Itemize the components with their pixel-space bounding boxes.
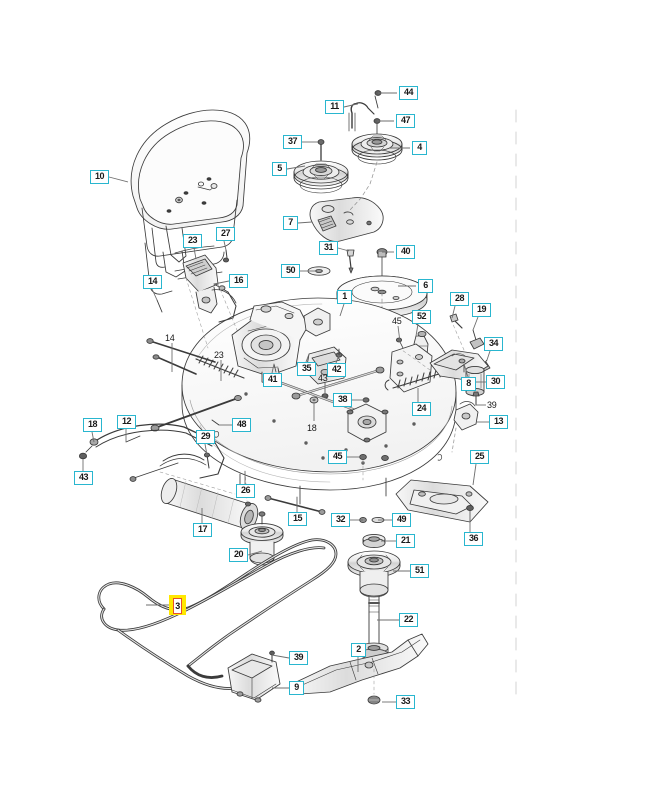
callout-8[interactable]: 8	[461, 377, 476, 391]
callout-28[interactable]: 28	[450, 292, 469, 306]
leader-line	[271, 363, 275, 374]
callout-7[interactable]: 7	[283, 216, 298, 230]
leader-line	[397, 325, 401, 343]
callout-11[interactable]: 11	[325, 100, 344, 114]
part-linkage-cluster	[146, 249, 247, 379]
leader-line	[337, 247, 350, 252]
callout-50[interactable]: 50	[281, 264, 300, 278]
plain-label-18: 18	[307, 423, 317, 433]
callout-34[interactable]: 34	[484, 337, 503, 351]
callout-14[interactable]: 14	[143, 275, 162, 289]
callout-18[interactable]: 18	[83, 418, 102, 432]
part-bolt-31	[346, 249, 355, 274]
callout-26[interactable]: 26	[236, 484, 255, 498]
plain-label-45: 45	[392, 316, 402, 326]
callout-43[interactable]: 43	[74, 471, 93, 485]
part-chute-25	[395, 479, 489, 523]
leader-line	[286, 165, 306, 170]
leader-line	[472, 316, 479, 331]
callout-29[interactable]: 29	[196, 430, 215, 444]
part-idler-pulley-4	[348, 90, 403, 165]
leader-line	[108, 176, 129, 183]
callout-51[interactable]: 51	[410, 564, 429, 578]
callout-15[interactable]: 15	[288, 512, 307, 526]
part-spindle-mount-center	[346, 403, 389, 443]
callout-52[interactable]: 52	[412, 310, 431, 324]
part-spindle-column-right	[264, 495, 429, 705]
callout-5[interactable]: 5	[272, 162, 287, 176]
plain-label-14: 14	[165, 333, 175, 343]
callout-12[interactable]: 12	[117, 415, 136, 429]
leader-line	[339, 303, 345, 317]
callout-27[interactable]: 27	[216, 227, 235, 241]
callout-41[interactable]: 41	[263, 373, 282, 387]
leader-line	[343, 103, 358, 108]
callout-25[interactable]: 25	[470, 450, 489, 464]
callout-13[interactable]: 13	[489, 415, 508, 429]
leader-line	[305, 353, 310, 363]
leader-line	[271, 654, 290, 659]
callout-22[interactable]: 22	[399, 613, 418, 627]
leader-line	[297, 221, 313, 224]
part-deck-gearbox	[231, 301, 331, 387]
callout-16[interactable]: 16	[229, 274, 248, 288]
callout-19[interactable]: 19	[472, 303, 491, 317]
leader-line	[472, 463, 477, 486]
leader-line	[335, 354, 340, 364]
callout-37[interactable]: 37	[283, 135, 302, 149]
callout-1[interactable]: 1	[337, 290, 352, 304]
part-drive-belt-3	[97, 538, 338, 690]
part-spring-24	[384, 330, 459, 393]
leader-line	[213, 280, 230, 285]
callout-10[interactable]: 10	[90, 170, 109, 184]
part-idler-arm-7	[309, 197, 384, 242]
callout-9[interactable]: 9	[289, 681, 304, 695]
leader-line	[247, 550, 263, 556]
part-idler-pulley-5	[293, 139, 349, 194]
callout-39[interactable]: 39	[289, 651, 308, 665]
callout-6[interactable]: 6	[418, 279, 433, 293]
plain-label-23: 23	[214, 350, 224, 360]
leader-line	[204, 443, 208, 456]
part-gearbox-9	[227, 650, 281, 703]
callout-38[interactable]: 38	[333, 393, 352, 407]
plain-label-43: 43	[318, 373, 328, 383]
callout-45[interactable]: 45	[328, 450, 347, 464]
callout-23[interactable]: 23	[183, 234, 202, 248]
leader-line	[463, 363, 469, 378]
callout-31[interactable]: 31	[319, 241, 338, 255]
callout-35[interactable]: 35	[297, 362, 316, 376]
callout-47[interactable]: 47	[396, 114, 415, 128]
callout-24[interactable]: 24	[412, 402, 431, 416]
leader-line	[415, 323, 419, 337]
callout-33[interactable]: 33	[396, 695, 415, 709]
callout-44[interactable]: 44	[399, 86, 418, 100]
callout-2[interactable]: 2	[351, 643, 366, 657]
callout-17[interactable]: 17	[193, 523, 212, 537]
leader-line	[151, 288, 158, 301]
callout-20[interactable]: 20	[229, 548, 248, 562]
callout-30[interactable]: 30	[486, 375, 505, 389]
callout-32[interactable]: 32	[331, 513, 350, 527]
leader-line	[223, 240, 227, 251]
callout-40[interactable]: 40	[396, 245, 415, 259]
leader-line	[451, 305, 456, 319]
callout-42[interactable]: 42	[327, 363, 346, 377]
part-hood-10	[130, 109, 251, 295]
callout-4[interactable]: 4	[412, 141, 427, 155]
part-roller-17	[78, 394, 259, 531]
callout-48[interactable]: 48	[232, 418, 251, 432]
callout-36[interactable]: 36	[464, 532, 483, 546]
callout-label: 3	[173, 598, 182, 614]
plain-label-39: 39	[487, 400, 497, 410]
leader-line	[193, 247, 197, 260]
callout-21[interactable]: 21	[396, 534, 415, 548]
callout-3-highlighted[interactable]: 3	[169, 595, 186, 615]
leader-line	[91, 431, 95, 443]
callout-49[interactable]: 49	[392, 513, 411, 527]
leader-line	[486, 350, 491, 361]
